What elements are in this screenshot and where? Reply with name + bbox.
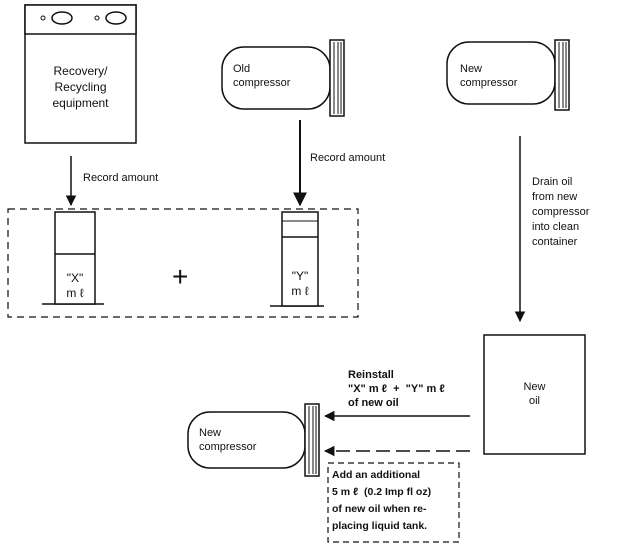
cylinder-x-label: "X" m ℓ [66, 271, 84, 300]
old-compressor [221, 39, 345, 117]
new-compressor-top-label: New compressor [460, 63, 518, 89]
gauge-icon [40, 11, 73, 25]
new-compressor-bottom-label: New compressor [199, 427, 257, 453]
cylinder-y-label: "Y" m ℓ [291, 269, 309, 298]
new-compressor-top [446, 39, 570, 111]
old-compressor-label: Old compressor [233, 63, 291, 89]
measuring-group-frame [7, 208, 359, 318]
recovery-equipment [24, 4, 137, 144]
measuring-cylinder-y [270, 211, 324, 307]
drain-instruction-label: Drain oil from new compressor into clean… [532, 176, 590, 248]
plus-sign: + [172, 261, 189, 292]
note-frame [327, 462, 460, 543]
record-amount-right-label: Record amount [310, 152, 386, 164]
measuring-cylinder-x [42, 211, 104, 305]
new-oil-label: New oil [523, 381, 546, 407]
new-oil-container [483, 334, 586, 455]
recovery-equipment-label: Recovery/ Recycling equipment [52, 64, 109, 110]
reinstall-instruction-label: Reinstall "X" m ℓ + "Y" m ℓ of new oil [348, 369, 445, 409]
new-compressor-bottom [187, 403, 320, 477]
note-text: Add an additional 5 m ℓ (0.2 Imp fl oz) … [332, 469, 432, 532]
gauge-icon [94, 11, 127, 25]
record-amount-left-label: Record amount [83, 172, 159, 184]
